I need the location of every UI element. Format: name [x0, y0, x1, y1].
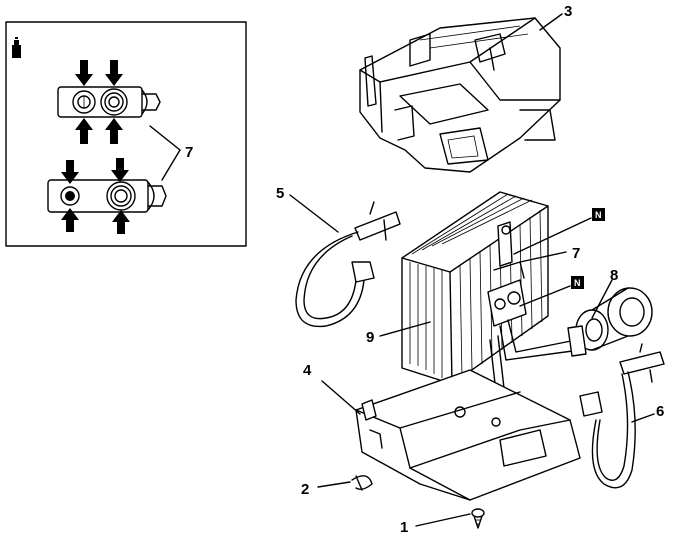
leader-9: [379, 321, 431, 337]
callout-1: 1: [400, 519, 408, 536]
callout-8: 8: [610, 267, 618, 284]
leader-7-inset-b: [161, 149, 181, 181]
callout-7-main: 7: [572, 245, 580, 262]
svg-text:N: N: [574, 278, 581, 288]
o-ring-badge: N: [571, 276, 584, 289]
callout-4: 4: [303, 362, 312, 379]
upper-case-part: [359, 17, 561, 173]
svg-text:N: N: [595, 210, 602, 220]
leader-badge-1: [513, 217, 592, 255]
callout-5: 5: [276, 185, 284, 202]
harness-part-6: [579, 343, 665, 489]
leader-6: [631, 413, 655, 423]
evaporator-core-part: [401, 191, 549, 385]
clip-part: [351, 475, 373, 491]
inset-panel: 7: [5, 21, 247, 247]
inset-frame: [5, 21, 247, 247]
leader-3: [539, 13, 563, 31]
leader-badge-2: [519, 285, 571, 307]
expansion-valve-lower: [47, 179, 167, 213]
expansion-valve-upper: [57, 86, 161, 118]
expansion-valve-part: [487, 221, 527, 327]
leader-5: [289, 194, 339, 233]
refrigerant-pipes: [489, 319, 587, 393]
o-ring-badge: N: [592, 208, 605, 221]
arrow-icon: [75, 60, 123, 144]
callout-9: 9: [366, 329, 374, 346]
leader-8: [591, 279, 613, 319]
lower-case-part: [355, 369, 581, 501]
callout-3: 3: [564, 3, 572, 20]
callout-7-inset: 7: [185, 144, 193, 161]
callout-6: 6: [656, 403, 664, 420]
leader-1: [415, 513, 471, 527]
leader-2: [317, 481, 351, 488]
leader-7-inset-a: [149, 125, 181, 151]
harness-part-5: [295, 201, 401, 328]
screw-part: [471, 508, 485, 529]
arrow-icon: [61, 158, 130, 234]
spray-can-icon: [12, 37, 21, 58]
leader-7-main: [519, 251, 567, 263]
leader-4: [321, 380, 361, 415]
grommet-part: [575, 287, 653, 351]
callout-2: 2: [301, 481, 309, 498]
